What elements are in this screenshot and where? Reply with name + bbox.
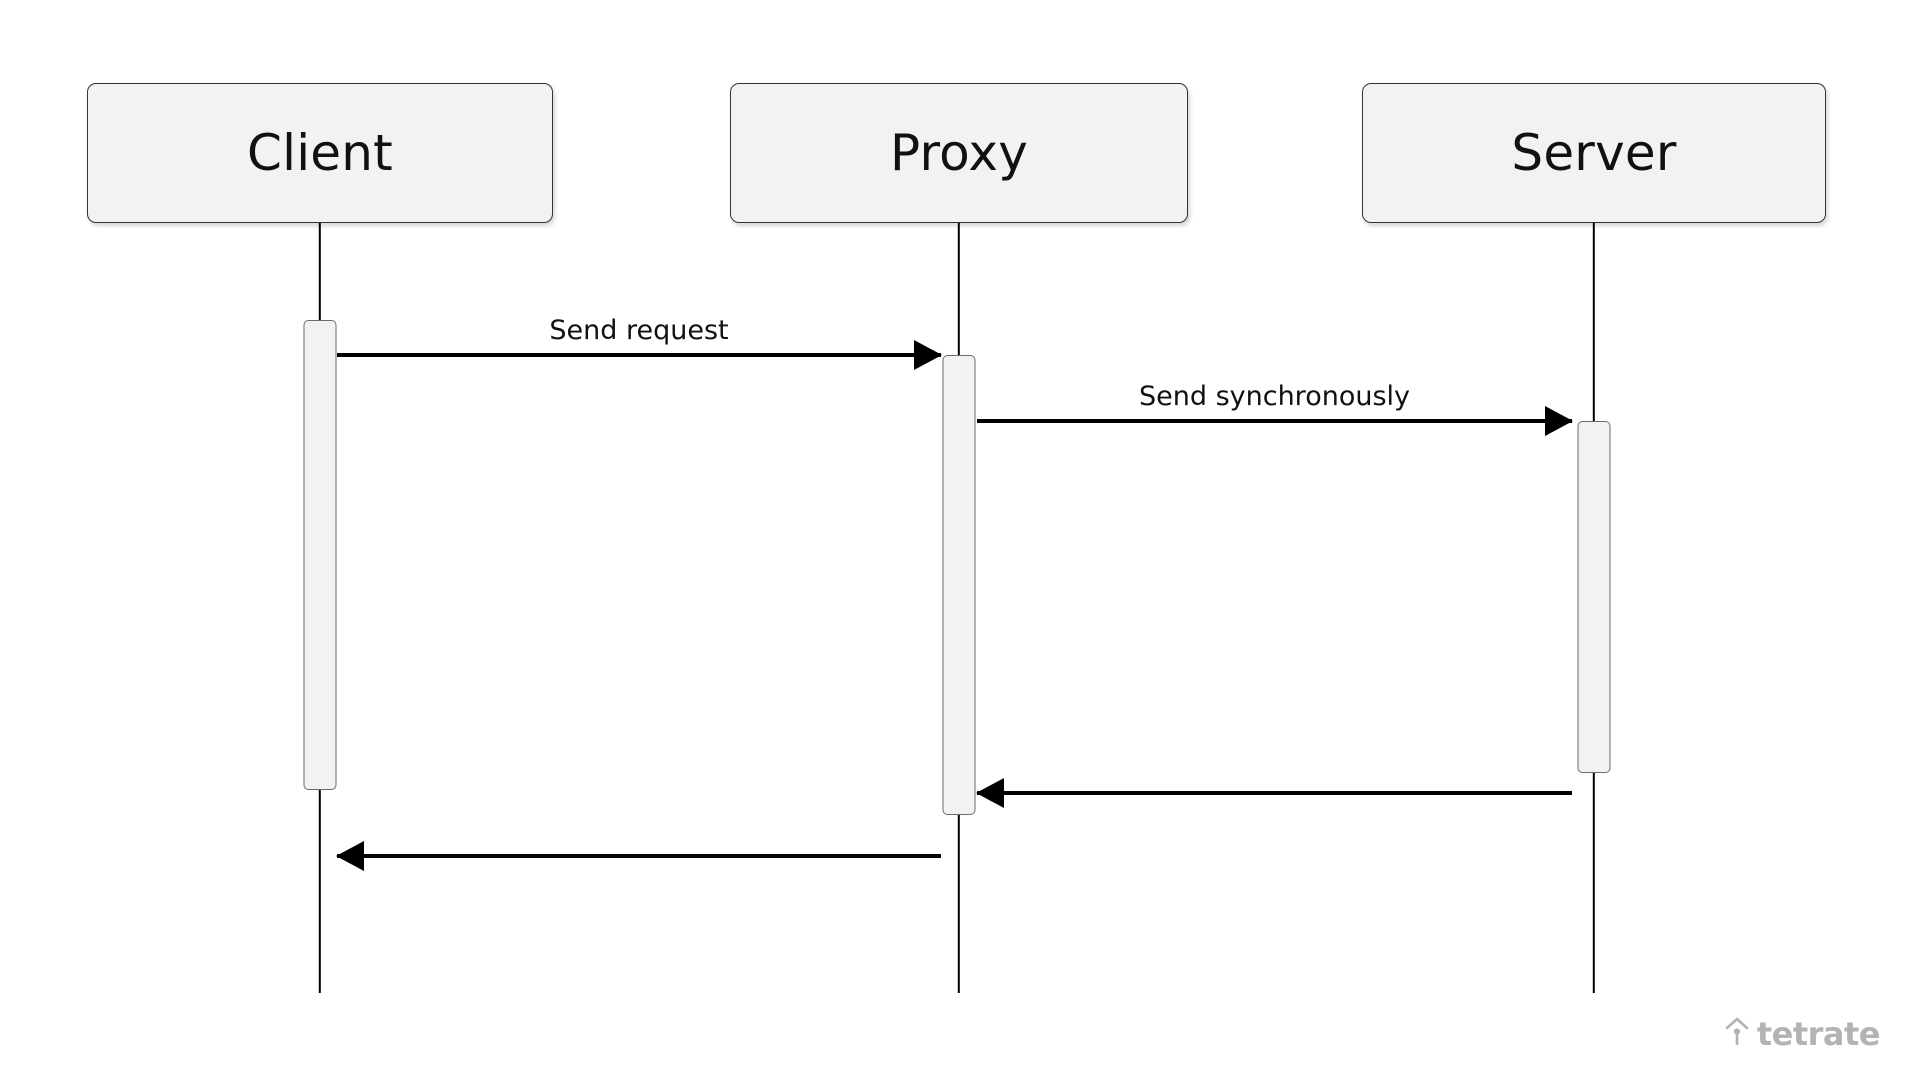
- message-line: [337, 353, 941, 357]
- participant-label-proxy: Proxy: [890, 124, 1028, 182]
- tetrate-wordmark: tetrate: [1756, 1015, 1881, 1053]
- participant-box-client[interactable]: Client: [87, 83, 553, 223]
- message-line: [977, 791, 1572, 795]
- activation-bar-client: [303, 320, 337, 790]
- participant-box-proxy[interactable]: Proxy: [730, 83, 1188, 223]
- message-line: [337, 854, 941, 858]
- arrowhead-right-icon: [914, 340, 942, 370]
- arrowhead-left-icon: [336, 841, 364, 871]
- message-label-send-synchronously: Send synchronously: [1138, 381, 1410, 412]
- arrowhead-left-icon: [976, 778, 1004, 808]
- participant-box-server[interactable]: Server: [1362, 83, 1826, 223]
- participant-label-client: Client: [247, 124, 393, 182]
- message-line: [977, 419, 1572, 423]
- tetrate-logo-icon: [1724, 1016, 1750, 1052]
- participant-label-server: Server: [1511, 124, 1677, 182]
- tetrate-watermark: tetrate: [1724, 1015, 1881, 1053]
- arrowhead-right-icon: [1545, 406, 1573, 436]
- message-label-send-request: Send request: [549, 315, 729, 346]
- activation-bar-server: [1577, 421, 1611, 773]
- activation-bar-proxy: [942, 355, 976, 815]
